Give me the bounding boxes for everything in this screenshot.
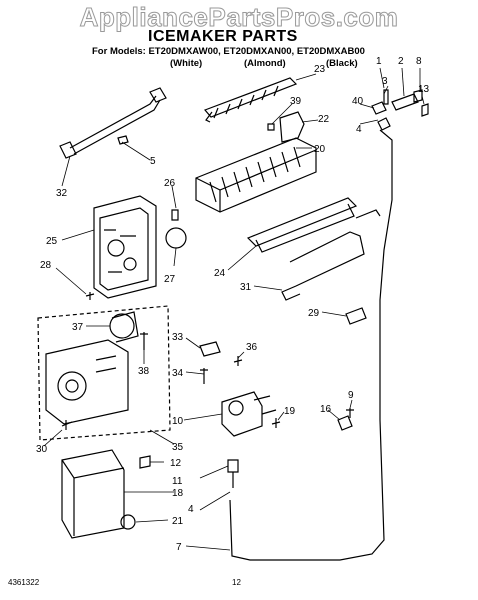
callout-32: 32	[56, 188, 68, 199]
fill-fittings-part	[371, 89, 429, 131]
doc-number: 4361322	[8, 578, 40, 587]
screw-19-part	[271, 418, 281, 428]
callout-5: 5	[150, 156, 156, 167]
cover-22-part	[279, 111, 305, 143]
screw-30-part	[61, 420, 73, 430]
callout-4b: 4	[188, 504, 194, 515]
module-housing-25	[93, 195, 157, 299]
part-26	[171, 209, 179, 221]
clip-29-part	[345, 307, 367, 325]
screw-38-part	[140, 332, 148, 350]
callout-30: 30	[36, 444, 48, 455]
ice-mold-part	[195, 137, 317, 213]
callout-40: 40	[352, 96, 364, 107]
callout-36: 36	[246, 342, 258, 353]
screw-9-part	[346, 408, 354, 418]
water-valve-10-part	[221, 391, 277, 437]
variant-white: (White)	[170, 58, 203, 69]
callout-20: 20	[314, 144, 326, 155]
callout-37: 37	[72, 322, 84, 333]
fitting-11-part	[227, 459, 239, 473]
watermark: AppliancePartsPros.com	[79, 2, 399, 33]
models-line: For Models: ET20DMXAW00, ET20DMXAN00, ET…	[92, 46, 365, 57]
screw-39-part	[267, 123, 275, 131]
callout-18: 18	[172, 488, 184, 499]
callout-1: 1	[376, 56, 382, 67]
variant-almond: (Almond)	[244, 58, 286, 69]
callout-16: 16	[320, 404, 332, 415]
variant-black: (Black)	[326, 58, 358, 69]
callout-39: 39	[290, 96, 302, 107]
callout-8: 8	[416, 56, 422, 67]
cover-box-18-part	[61, 449, 125, 539]
callout-9: 9	[348, 390, 354, 401]
arm-31-part	[281, 231, 365, 301]
callout-29: 29	[308, 308, 320, 319]
callout-27: 27	[164, 274, 176, 285]
callout-21: 21	[172, 516, 184, 527]
page-title: ICEMAKER PARTS	[148, 28, 298, 45]
callout-12: 12	[170, 458, 182, 469]
callout-3: 3	[382, 76, 388, 87]
callout-22: 22	[318, 114, 330, 125]
page-number: 12	[232, 578, 241, 587]
wire-harness-32-part	[59, 87, 167, 159]
callout-2: 2	[398, 56, 404, 67]
callout-35: 35	[172, 442, 184, 453]
module-inset-box	[37, 305, 171, 441]
clip-5-part	[117, 135, 129, 145]
callout-25: 25	[46, 236, 58, 247]
callout-19: 19	[284, 406, 296, 417]
ejector-blades-part	[203, 77, 298, 123]
callout-31: 31	[240, 282, 252, 293]
callout-23: 23	[314, 64, 326, 75]
callout-26: 26	[164, 178, 176, 189]
callout-10: 10	[172, 416, 184, 427]
fitting-12-part	[139, 455, 151, 469]
gear-27-part	[165, 227, 187, 249]
part-33	[199, 341, 221, 357]
callout-33: 33	[172, 332, 184, 343]
leader-lines	[43, 67, 425, 551]
callout-labels: 1 2 8 23 3 13 39 40 22 4 5 20 26 32 25 2…	[36, 56, 430, 553]
callout-34: 34	[172, 368, 184, 379]
support-plate-part	[45, 339, 129, 425]
screw-28-part	[85, 292, 95, 300]
callout-7: 7	[176, 542, 182, 553]
stripper-24-part	[246, 197, 358, 247]
screw-34-part	[200, 368, 208, 384]
callout-11: 11	[172, 476, 183, 487]
callout-4: 4	[356, 124, 362, 135]
callout-28: 28	[40, 260, 52, 271]
callout-13: 13	[418, 84, 430, 95]
callout-38: 38	[138, 366, 150, 377]
grommet-21-part	[120, 514, 136, 530]
clamp-16-part	[337, 415, 353, 431]
tube-7-part	[229, 129, 393, 561]
callout-24: 24	[214, 268, 226, 279]
